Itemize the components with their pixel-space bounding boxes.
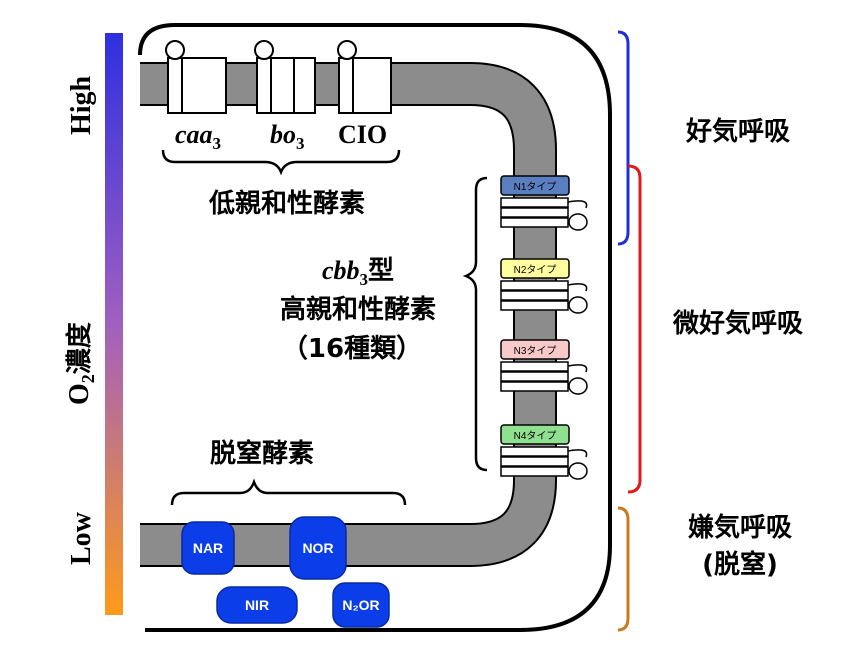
enzyme-nir-label: NIR xyxy=(245,597,269,613)
cbb3-type-label: cbb3型 xyxy=(322,256,394,289)
o2-gradient-bar xyxy=(105,33,123,615)
microaerobic-respiration-label: 微好気呼吸 xyxy=(672,308,803,339)
cbb3-subunit-bar xyxy=(500,456,569,467)
cbb3-type-3: N3タイプ xyxy=(500,339,588,395)
cbb3-subunit-bar xyxy=(500,207,569,218)
cbb3-subunit-bar xyxy=(500,217,569,228)
low-affinity-label: 低親和性酵素 xyxy=(208,189,365,219)
enzyme-nir xyxy=(216,586,298,624)
low-affinity-brace xyxy=(161,149,401,176)
cbb3-type-2: N2タイプ xyxy=(500,258,588,314)
cell-outline xyxy=(145,23,612,632)
enzyme-nor-label: NOR xyxy=(302,540,333,556)
enzyme-nor xyxy=(289,516,347,580)
enzyme-cio-label: CIO xyxy=(338,120,387,149)
enzyme-caa3-label: caa3 xyxy=(175,120,221,153)
axis-low-label: Low xyxy=(66,511,97,565)
cbb3-type-label: N2タイプ xyxy=(514,264,557,276)
cbb3-type-4: N4タイプ xyxy=(500,424,588,480)
svg-text:O2濃度: O2濃度 xyxy=(64,322,98,405)
axis-title-sub: 2 xyxy=(78,374,98,383)
cbb3-type-tag xyxy=(500,339,570,360)
cbb3-subunit-bar xyxy=(500,466,569,477)
cbb3-type-label: N3タイプ xyxy=(514,345,557,357)
axis-high-label: High xyxy=(66,75,97,135)
anaerobic-respiration-sub: (脱窒) xyxy=(702,549,778,580)
cbb3-heme-circle xyxy=(568,296,588,314)
denitrification-enzymes: NAR NOR NIR N₂OR xyxy=(181,516,390,628)
oxidase-cio xyxy=(337,40,392,114)
cbb3-brace xyxy=(462,176,488,472)
enzyme-nar xyxy=(181,521,235,575)
cbb3-type-tag xyxy=(500,424,570,445)
cbb3-subunit-bar xyxy=(500,371,569,382)
microaerobic-bracket xyxy=(627,164,642,494)
cbb3-hook xyxy=(567,449,588,458)
axis-title-o: O xyxy=(64,383,95,405)
cbb3-heme-circle xyxy=(568,377,588,395)
cbb3-type-tag xyxy=(500,258,570,279)
cbb3-subunit-bar xyxy=(500,446,569,457)
cbb3-subunit-bar xyxy=(500,361,569,372)
cbb3-subunit-bar xyxy=(500,197,569,208)
anaerobic-respiration-label: 嫌気呼吸 xyxy=(688,512,792,543)
cbb3-type-group: N1タイプ N2タイプ N3タイプ N4タイプ xyxy=(500,175,588,480)
denitrification-label: 脱窒酵素 xyxy=(210,438,314,469)
cbb3-subunit-bar xyxy=(500,300,569,311)
cbb3-hook xyxy=(567,200,588,209)
oxidase-bo3 xyxy=(254,40,316,114)
cbb3-heme-circle xyxy=(568,213,588,231)
cbb3-subunit-bar xyxy=(500,381,569,392)
cbb3-hook xyxy=(567,364,588,373)
cbb3-subunit-bar xyxy=(500,280,569,291)
high-affinity-count: （16種類） xyxy=(282,334,422,364)
enzyme-n2or xyxy=(332,582,390,628)
axis-title: O2濃度 xyxy=(64,322,98,405)
anaerobic-bracket xyxy=(617,506,630,632)
cbb3-type-tag xyxy=(500,175,570,196)
axis-title-rest: 濃度 xyxy=(64,322,95,374)
high-affinity-label: 高親和性酵素 xyxy=(280,294,436,325)
cbb3-hook xyxy=(567,283,588,292)
enzyme-nar-label: NAR xyxy=(193,540,223,556)
cbb3-type-1: N1タイプ xyxy=(500,175,588,231)
enzyme-n2or-label: N₂OR xyxy=(342,597,379,613)
cbb3-subunit-bar xyxy=(500,290,569,301)
cbb3-type-label: N1タイプ xyxy=(514,181,557,193)
enzyme-bo3-label: bo3 xyxy=(270,120,305,153)
aerobic-respiration-label: 好気呼吸 xyxy=(685,116,790,147)
aerobic-bracket xyxy=(617,30,630,246)
cbb3-heme-circle xyxy=(568,462,588,480)
oxidase-caa3 xyxy=(165,40,227,114)
denitrification-brace xyxy=(170,478,407,506)
cbb3-type-label: N4タイプ xyxy=(514,430,557,442)
